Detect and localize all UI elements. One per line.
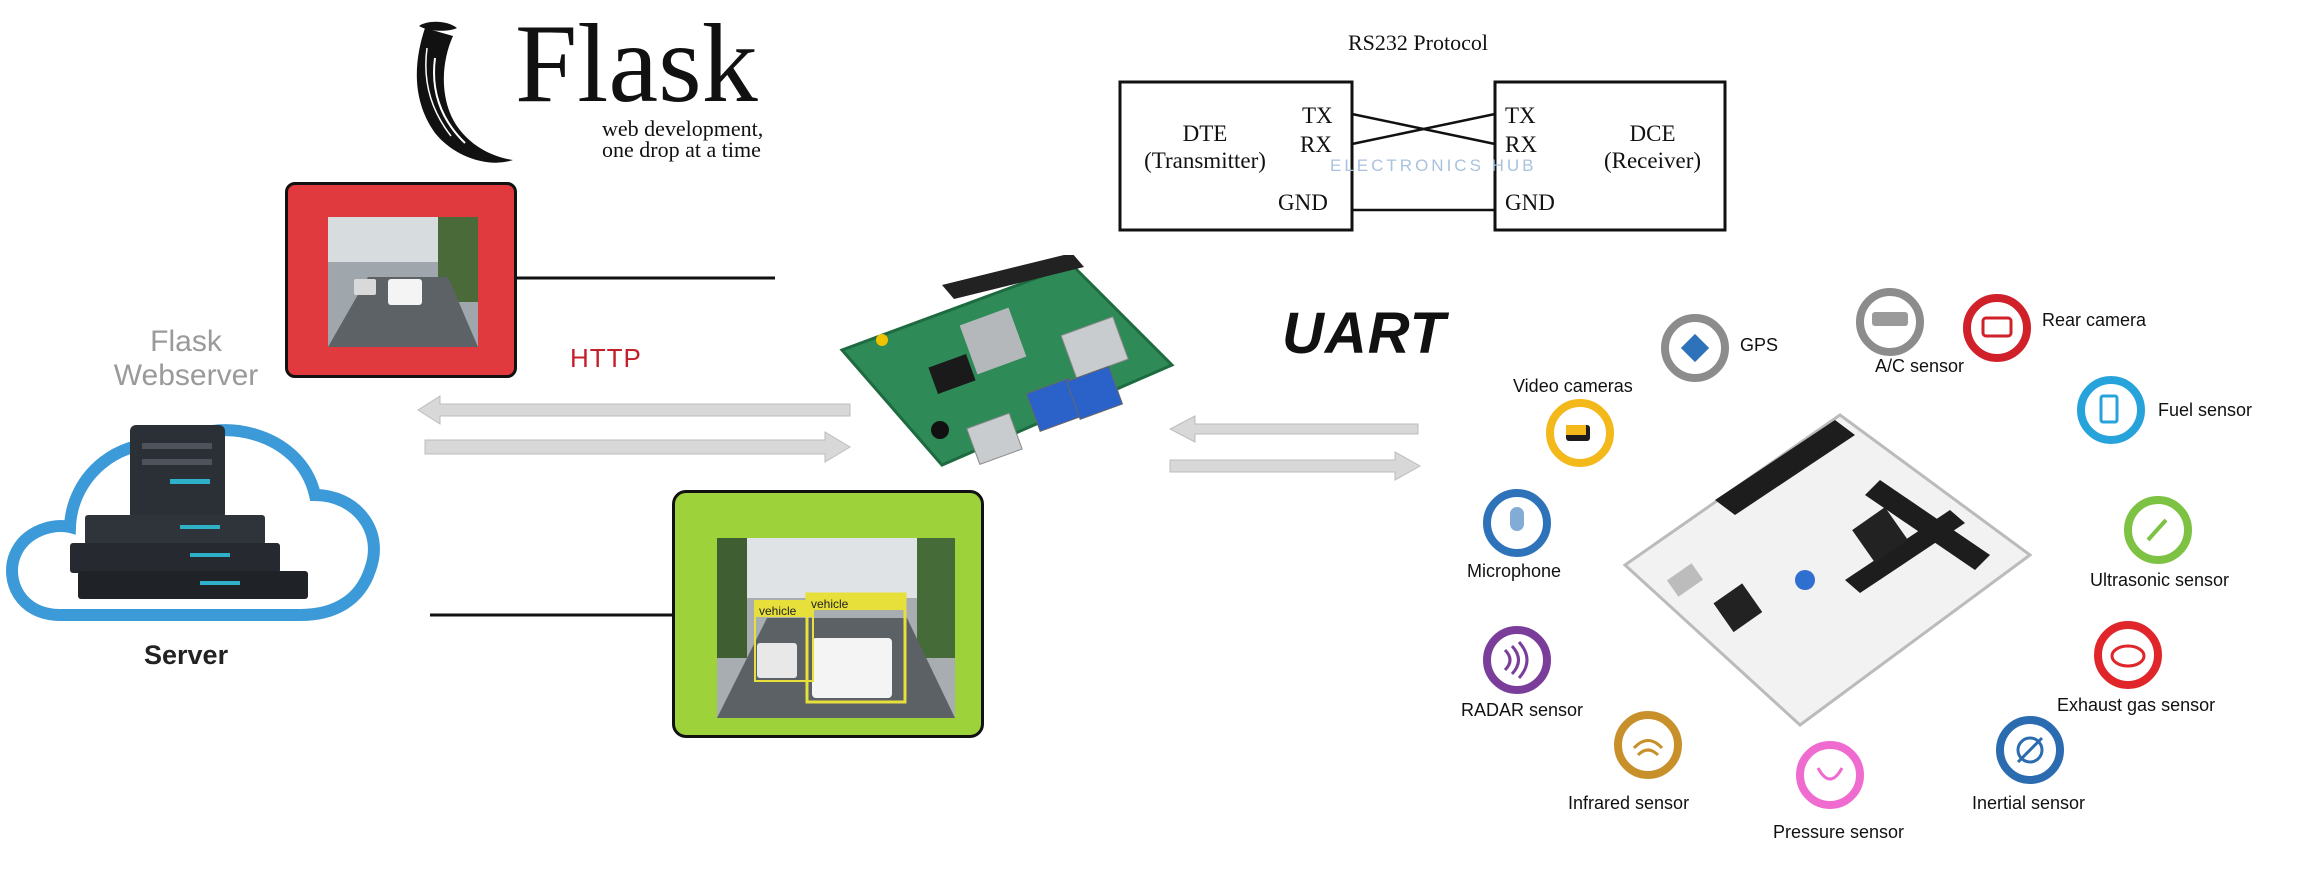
flask-webserver-title: Flask Webserver: [112, 325, 260, 393]
radar-icon: [1483, 626, 1551, 694]
dte-gnd-pin: GND: [1278, 190, 1328, 215]
road-image: [328, 217, 478, 347]
microphone-icon: [1483, 489, 1551, 557]
dte-tx-pin: TX: [1302, 103, 1333, 128]
uart-label: UART: [1282, 301, 1447, 366]
rx-to-tx-wire: [1351, 112, 1496, 146]
ultrasonic-icon: [2124, 496, 2192, 564]
sensor-label-exhaust-gas: Exhaust gas sensor: [2057, 695, 2216, 715]
video-camera-icon: [1546, 399, 1614, 467]
dce-label: DCE (Receiver): [1590, 120, 1715, 174]
dce-label-line2: (Receiver): [1603, 148, 1702, 173]
http-label: HTTP: [570, 343, 642, 373]
dte-label-line2: (Transmitter): [1144, 148, 1266, 173]
sensor-label-ac: A/C sensor: [1875, 356, 1965, 376]
rear-camera-icon: [1963, 294, 2031, 362]
server-label: Server: [144, 640, 229, 670]
sensor-label-ultrasonic: Ultrasonic sensor: [2090, 570, 2230, 590]
cloud-server-icon: [6, 424, 380, 621]
satellite-icon: [1661, 314, 1729, 382]
dce-label-line1: DCE: [1629, 121, 1676, 146]
infrared-icon: [1614, 711, 1682, 779]
dce-box: [1493, 80, 1727, 232]
detection-output-frame: vehicle vehicle: [672, 490, 984, 738]
sensor-label-radar: RADAR sensor: [1461, 700, 1584, 720]
flask-logo-title: Flask: [515, 2, 758, 126]
sensor-label-video-cameras: Video cameras: [1513, 376, 1633, 396]
dte-box: [1118, 80, 1354, 232]
sensor-label-inertial: Inertial sensor: [1972, 793, 2086, 813]
electronics-hub-watermark: ELECTRONICS HUB: [1330, 156, 1537, 175]
detection-image: [717, 538, 955, 718]
sensor-label-gps: GPS: [1740, 335, 1779, 355]
dte-label: DTE (Transmitter): [1130, 120, 1280, 174]
server-rack-icon: [70, 425, 308, 599]
detection-box-label-1: vehicle: [759, 604, 797, 618]
dce-rx-pin: RX: [1505, 132, 1537, 157]
raw-camera-frame: [285, 182, 517, 378]
flask-horn-logo-icon: [416, 21, 513, 163]
dte-rx-pin: RX: [1300, 132, 1332, 157]
dte-label-line1: DTE: [1182, 121, 1228, 146]
stm32-nucleo-board-icon: [1622, 413, 2033, 727]
sensor-label-infrared: Infrared sensor: [1568, 793, 1690, 813]
sensor-label-fuel: Fuel sensor: [2158, 400, 2253, 420]
inertial-icon: [1996, 716, 2064, 784]
http-arrows: [417, 395, 851, 463]
flask-webserver-title-line2: Webserver: [113, 359, 259, 392]
rs232-diagram: [1118, 80, 1727, 232]
ac-unit-icon: [1856, 288, 1924, 356]
uart-arrows: [1168, 415, 1422, 481]
flask-tagline: web development, one drop at a time: [602, 116, 764, 162]
tire-pressure-icon: [1796, 741, 1864, 809]
co2-icon: [2094, 621, 2162, 689]
dce-gnd-pin: GND: [1505, 190, 1555, 215]
flask-webserver-title-line1: Flask: [150, 325, 222, 358]
fuel-pump-icon: [2077, 376, 2145, 444]
sensor-label-microphone: Microphone: [1467, 561, 1562, 581]
sensor-label-rear-camera: Rear camera: [2042, 310, 2147, 330]
detection-box-label-2: vehicle: [811, 597, 849, 611]
flask-tagline-line1: web development,: [602, 116, 764, 141]
raspberry-pi-board-icon: [839, 255, 1175, 467]
rs232-title: RS232 Protocol: [1348, 30, 1488, 55]
sensor-label-pressure: Pressure sensor: [1773, 822, 1905, 842]
flask-tagline-line2: one drop at a time: [602, 137, 761, 162]
dce-tx-pin: TX: [1505, 103, 1536, 128]
